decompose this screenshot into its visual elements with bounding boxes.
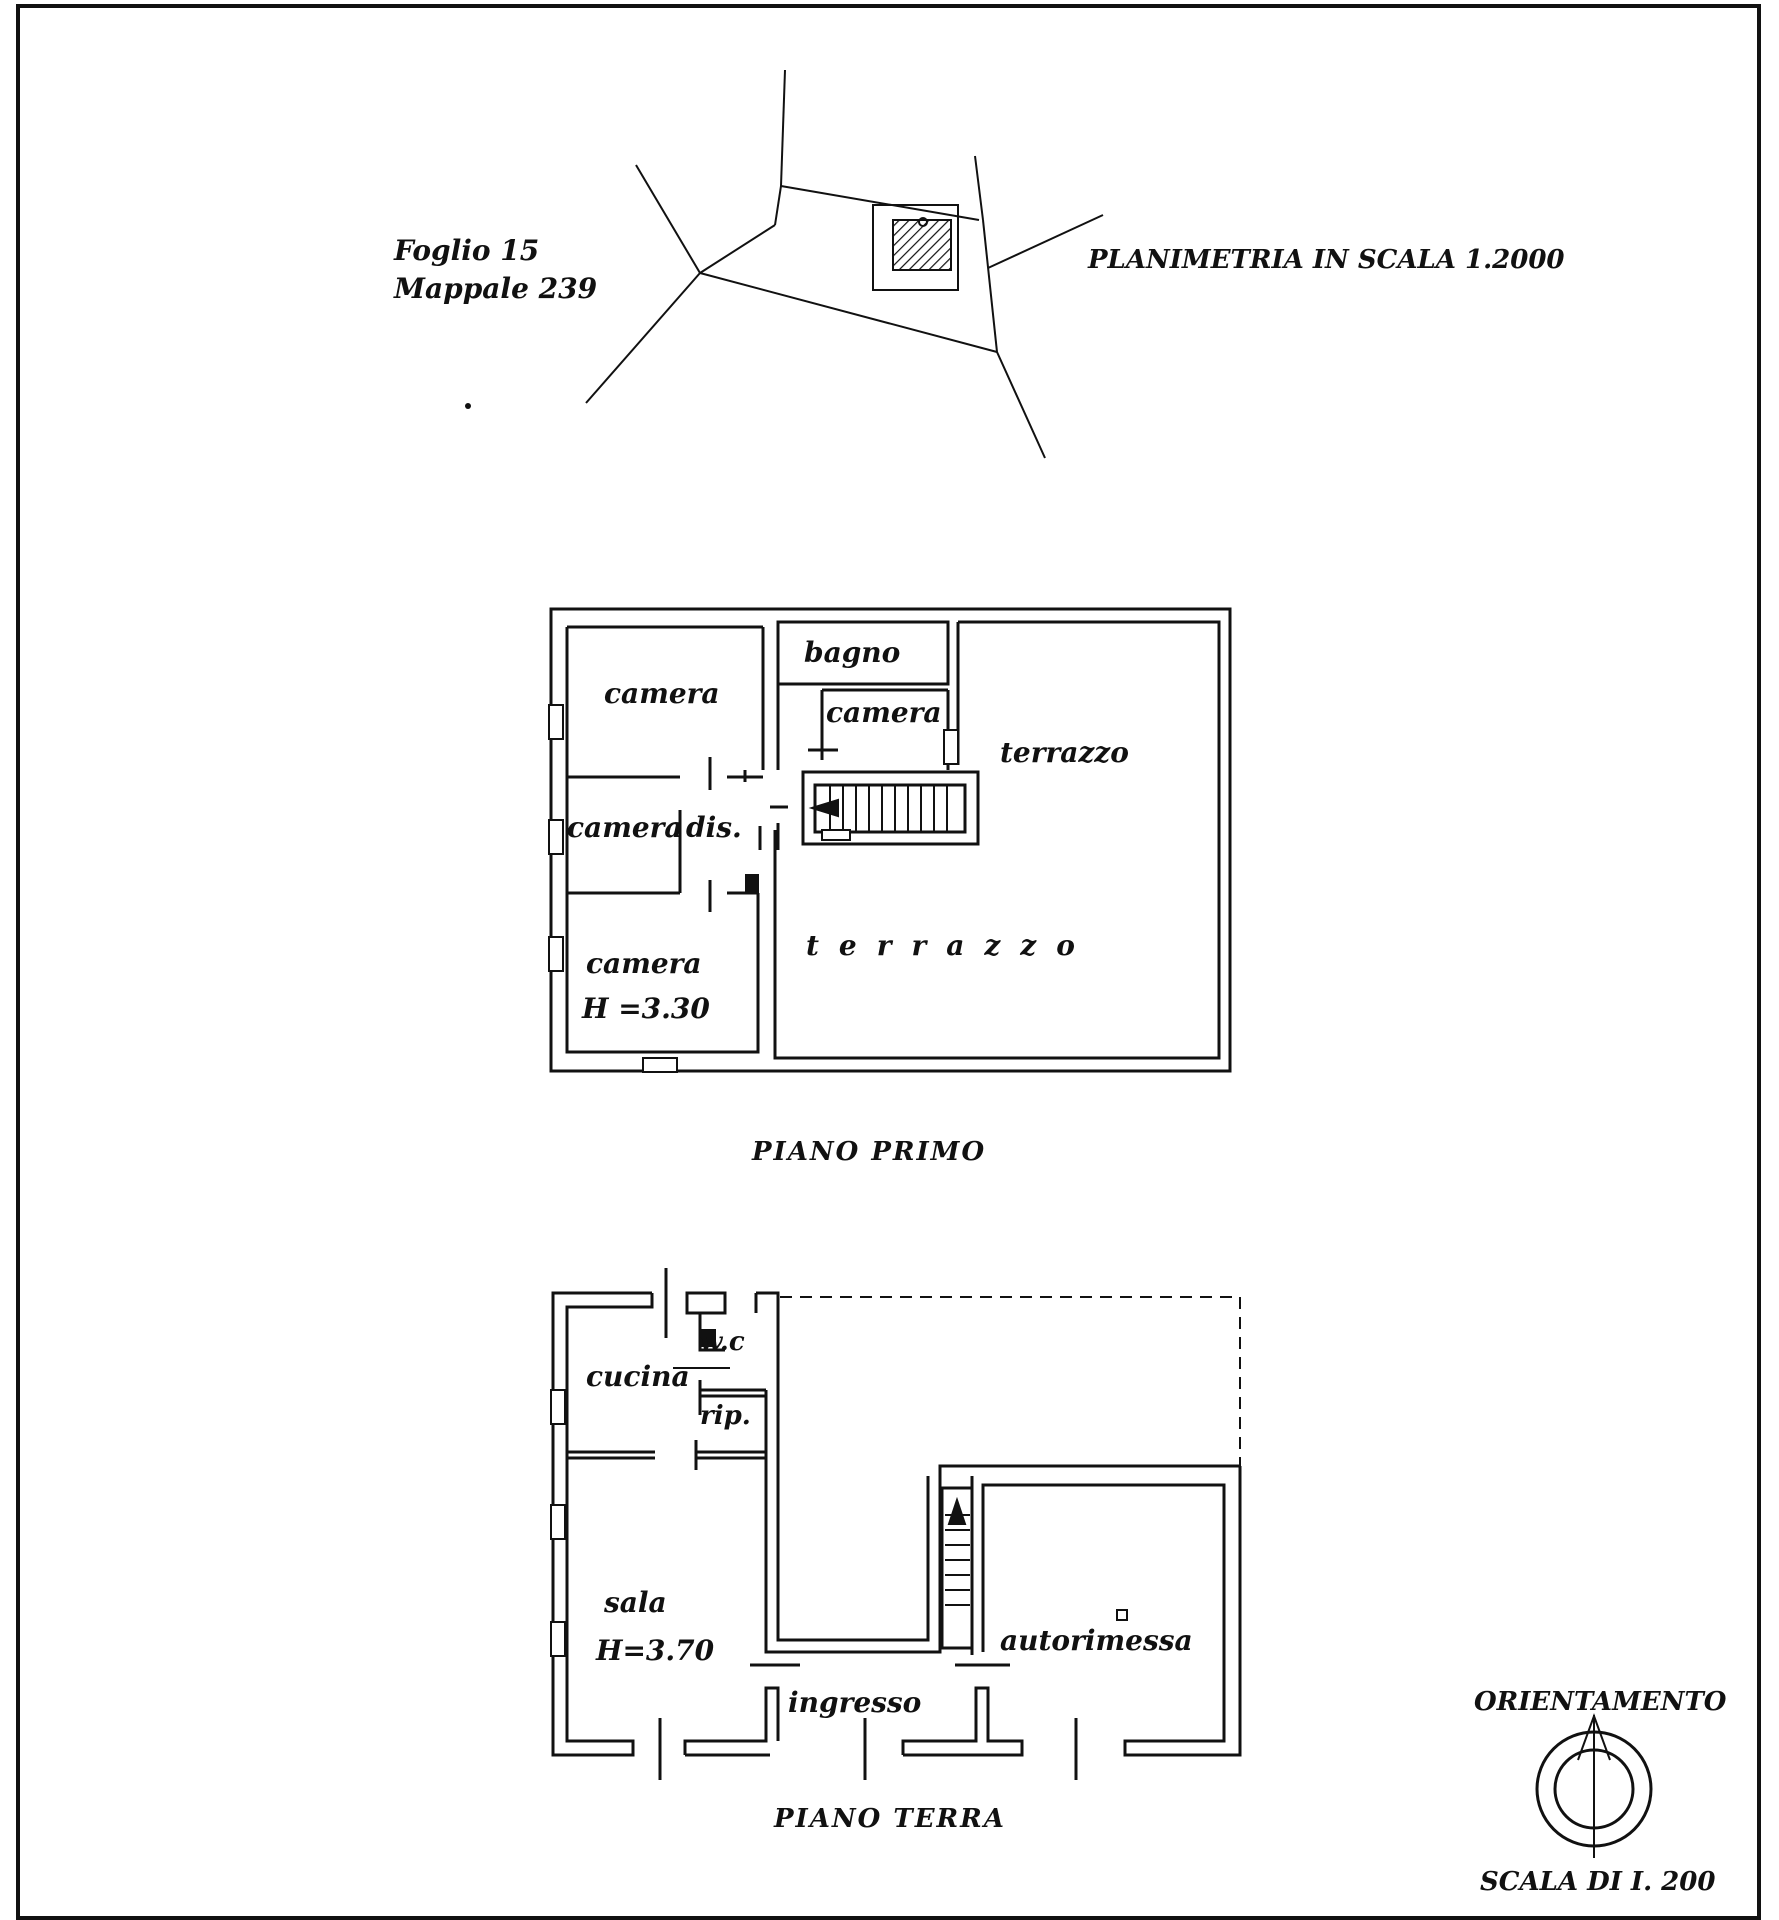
drawing-scale-label: SCALA DI I. 200	[1480, 1867, 1715, 1897]
foglio-label: Foglio 15	[393, 234, 539, 267]
ground-floor-stairs	[945, 1496, 970, 1606]
courtyard-dashed	[780, 1296, 1241, 1466]
room-sala: sala	[603, 1586, 667, 1619]
ground-floor-height: H=3.70	[595, 1634, 715, 1667]
first-floor-stairs	[808, 785, 948, 832]
room-ingresso: ingresso	[788, 1686, 921, 1719]
sheet-border	[16, 4, 1761, 1920]
room-terrazzo-main: terrazzo	[806, 929, 1095, 962]
room-camera-small: camera	[826, 696, 942, 729]
orientation-label: ORIENTAMENTO	[1474, 1687, 1727, 1717]
ground-floor-plan	[551, 1268, 1242, 1780]
first-floor-height: H =3.30	[581, 992, 710, 1025]
speck	[465, 403, 471, 409]
first-floor-title: PIANO PRIMO	[751, 1137, 986, 1167]
room-wc: w.c	[700, 1327, 745, 1357]
room-camera-low: camera	[586, 947, 702, 980]
compass-icon	[1535, 1713, 1653, 1858]
room-camera-top: camera	[604, 677, 720, 710]
ground-floor-title: PIANO TERRA	[773, 1804, 1006, 1834]
ground-floor-openings	[550, 1329, 1128, 1657]
parcel-lot	[872, 204, 959, 291]
mappale-label: Mappale 239	[393, 272, 597, 305]
room-terrazzo-upper: terrazzo	[1000, 736, 1129, 769]
first-floor-plan	[549, 607, 1232, 1073]
room-bagno: bagno	[804, 636, 900, 669]
room-dis: dis.	[686, 811, 742, 844]
room-cucina: cucina	[586, 1360, 690, 1393]
room-camera-mid: camera	[567, 811, 683, 844]
map-marker	[918, 217, 928, 227]
map-scale-label: PLANIMETRIA IN SCALA 1.2000	[1087, 245, 1565, 275]
first-floor-openings	[548, 704, 959, 1073]
room-autorimessa: autorimessa	[1000, 1624, 1193, 1657]
building-footprint-hatched	[892, 219, 952, 271]
cadastral-map	[585, 69, 1104, 459]
room-rip: rip.	[700, 1401, 751, 1431]
